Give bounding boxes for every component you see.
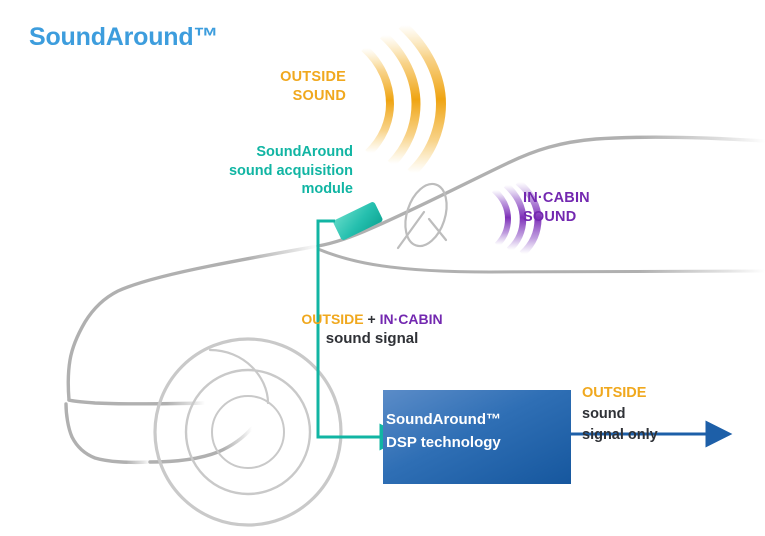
- combined-outside-word: OUTSIDE: [301, 311, 364, 327]
- outside-sound-line1: OUTSIDE: [280, 69, 346, 85]
- output-signal-label: OUTSIDE sound signal only: [582, 383, 658, 446]
- outside-sound-line2: SOUND: [292, 87, 346, 104]
- steering-wheel-icon: [396, 182, 448, 250]
- incabin-sound-line2: SOUND: [523, 208, 577, 225]
- module-label-line1: SoundAround: [256, 144, 353, 160]
- combined-incabin-word: IN·CABIN: [379, 311, 443, 327]
- module-label-line3: module: [301, 181, 353, 198]
- dsp-label-line1: SoundAround™: [386, 411, 501, 428]
- page-title: SoundAround™: [29, 23, 219, 51]
- outside-sound-label: OUTSIDE SOUND: [186, 68, 346, 105]
- incabin-sound-waves-icon: [491, 179, 542, 257]
- module-label: SoundAround sound acquisition module: [108, 143, 353, 199]
- outside-sound-waves-icon: [361, 21, 447, 177]
- output-outside-word: OUTSIDE: [582, 385, 647, 401]
- output-line2: signal only: [582, 427, 658, 444]
- combined-signal-label: OUTSIDE + IN·CABIN sound signal: [266, 311, 478, 348]
- output-sound-word: sound: [582, 406, 626, 423]
- car-wheel-arch: [208, 348, 270, 405]
- combined-signal-line1: OUTSIDE + IN·CABIN: [266, 311, 478, 329]
- incabin-sound-label: IN·CABIN SOUND: [523, 189, 590, 226]
- combined-plus-sign: +: [363, 311, 380, 327]
- dsp-label-line2: DSP technology: [386, 434, 501, 452]
- sensor-module-icon: [333, 202, 383, 240]
- car-dashboard-line: [316, 247, 765, 274]
- teal-signal-arrow: [316, 219, 407, 451]
- output-line1: OUTSIDE sound: [582, 383, 658, 425]
- car-wheel: [153, 337, 343, 527]
- combined-signal-line2: sound signal: [325, 329, 419, 347]
- module-label-line2: sound acquisition: [228, 162, 353, 179]
- dsp-box[interactable]: [383, 390, 571, 484]
- dsp-box-label: SoundAround™ DSP technology: [386, 408, 561, 455]
- incabin-sound-line1: IN·CABIN: [523, 190, 590, 206]
